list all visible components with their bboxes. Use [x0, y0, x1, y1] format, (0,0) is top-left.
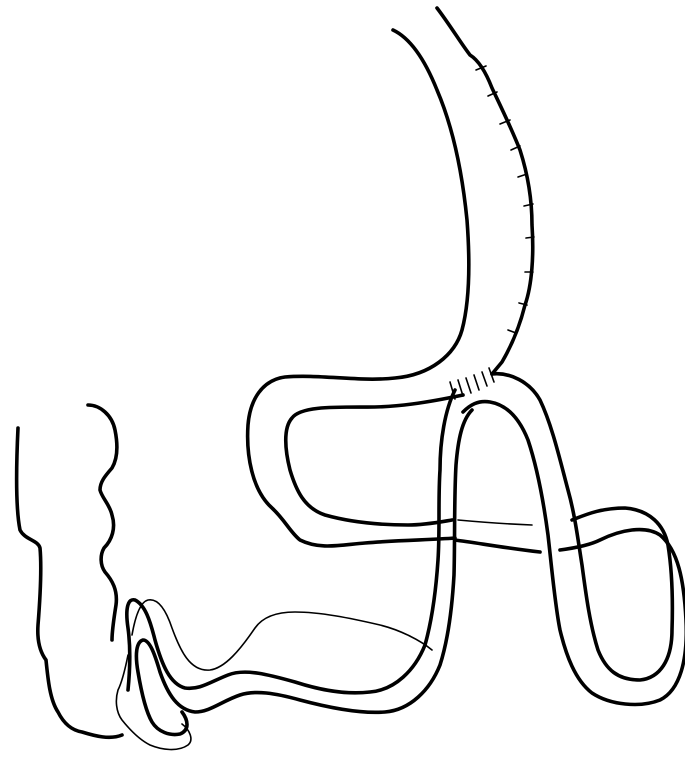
staple-line	[476, 66, 534, 333]
jejunal-loop-inner	[463, 402, 685, 705]
pouch-inner-contour	[286, 395, 463, 525]
colon-haustra	[88, 405, 117, 640]
gastric-anastomosis	[450, 368, 494, 399]
limb-crossover-upper	[458, 520, 532, 525]
sleeve-stapled-wall	[437, 8, 533, 374]
sleeve-inner-wall	[248, 30, 469, 546]
distal-bowel-thin-upper	[132, 600, 432, 670]
limb-crossover-lower	[455, 540, 540, 552]
